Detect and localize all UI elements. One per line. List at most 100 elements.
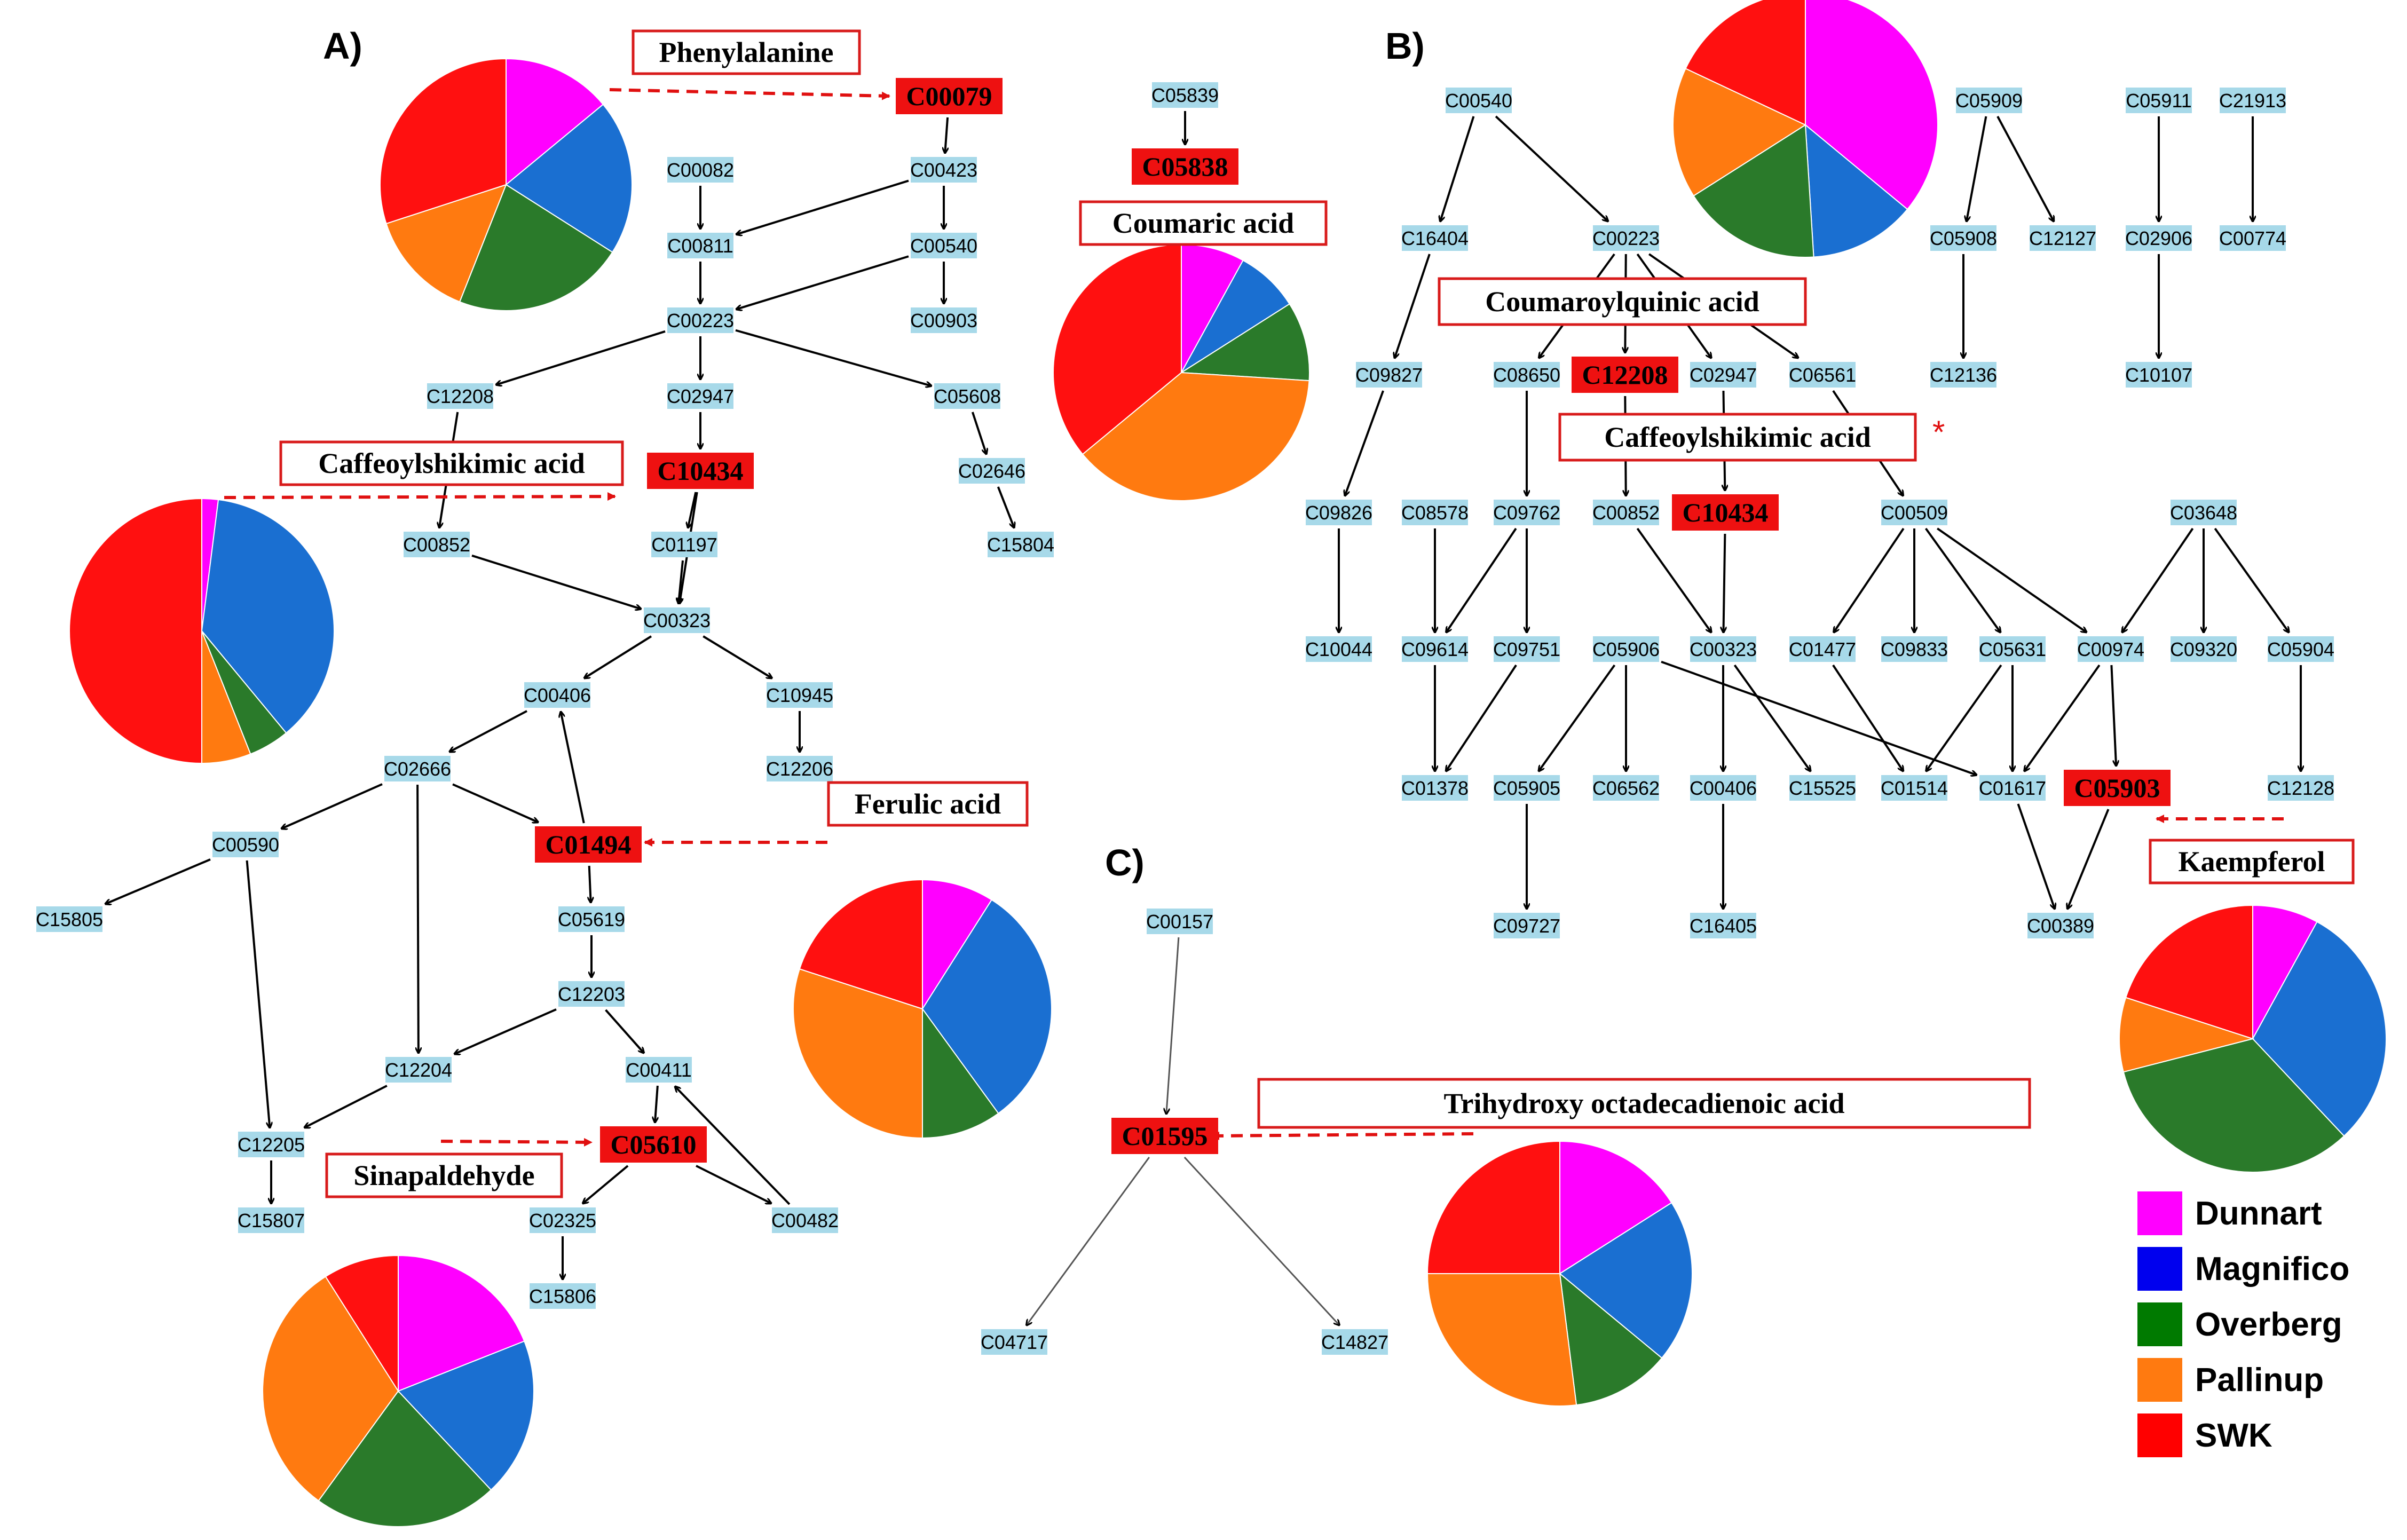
edge-a_C12203-a_C00411 xyxy=(605,1009,644,1053)
node-label: C02325 xyxy=(529,1210,596,1231)
legend-item-dunnart: Dunnart xyxy=(2137,1191,2322,1235)
node-label: C00852 xyxy=(1592,502,1660,524)
edge-a_C00223-a_C12208 xyxy=(496,330,666,385)
node-box xyxy=(2268,636,2334,662)
node-b-C12208: C12208 xyxy=(1572,357,1678,393)
node-box xyxy=(1132,148,1238,185)
node-label: C00811 xyxy=(667,235,733,257)
edge-a_C02666-a_C12204 xyxy=(417,784,419,1053)
node-label: C05839 xyxy=(1151,84,1219,106)
label-box xyxy=(325,1152,563,1198)
legend-label: Overberg xyxy=(2195,1306,2342,1343)
edge-b_C05906-b_C05905 xyxy=(1539,664,1616,771)
edge-a_C00423-a_C00811 xyxy=(737,179,909,234)
edge-a_C01197-a_C00323 xyxy=(678,560,684,603)
node-b-C10434: C10434 xyxy=(1672,494,1779,531)
node-box xyxy=(36,906,102,932)
node-box xyxy=(384,756,451,781)
node-b-C01514: C01514 xyxy=(1881,775,1948,801)
node-box xyxy=(1593,775,1659,801)
node-label: C00423 xyxy=(910,159,977,181)
pie-slice-dunnart xyxy=(922,879,993,1011)
node-box xyxy=(767,682,833,708)
dashed-link-4 xyxy=(1211,1131,1474,1140)
node-label: C09614 xyxy=(1401,638,1469,660)
node-b-C09614: C09614 xyxy=(1401,636,1469,662)
node-b-C05909: C05909 xyxy=(1955,88,2023,113)
node-label: C02646 xyxy=(958,460,1025,482)
label-sinapaldehyde: Sinapaldehyde xyxy=(325,1152,563,1198)
node-box xyxy=(1494,913,1560,938)
label-ferulic-acid: Ferulic acid xyxy=(827,781,1029,827)
label-phenylalanine: Phenylalanine xyxy=(632,29,861,75)
pie-slice-overberg xyxy=(318,1390,492,1527)
node-box xyxy=(1356,362,1422,388)
node-a-C05619: C05619 xyxy=(558,906,625,932)
node-b-C05905: C05905 xyxy=(1493,775,1560,801)
node-a-C05608: C05608 xyxy=(934,383,1001,409)
node-label: C05903 xyxy=(2074,773,2160,803)
label-text: Kaempferol xyxy=(2179,846,2325,878)
legend-item-magnifico: Magnifico xyxy=(2137,1247,2349,1291)
node-label: C00852 xyxy=(403,534,470,556)
node-box xyxy=(1593,636,1659,662)
node-label: C00323 xyxy=(643,610,711,631)
node-label: C00774 xyxy=(2219,227,2286,249)
legend-label: Magnifico xyxy=(2195,1251,2349,1288)
edge-b_C03648-b_C00974 xyxy=(2122,527,2194,632)
pie-ferulic-acid xyxy=(792,879,1052,1139)
label-text: Coumaroylquinic acid xyxy=(1485,286,1759,318)
pie-slice-swk xyxy=(1685,0,1806,126)
label-caffeoylshikimic-b: Caffeoylshikimic acid xyxy=(1558,413,1917,462)
node-b-C12128: C12128 xyxy=(2267,775,2334,801)
label-text: Coumaric acid xyxy=(1112,207,1294,239)
node-box xyxy=(667,233,733,258)
node-b-C02906: C02906 xyxy=(2125,225,2192,251)
node-label: C00389 xyxy=(2027,915,2094,937)
node-label: C14827 xyxy=(1321,1331,1388,1353)
node-label: C12204 xyxy=(385,1059,452,1081)
pie-slice-magnifico xyxy=(1804,123,1908,258)
pie-slice-overberg xyxy=(1693,124,1814,258)
edge-b_C01617-b_C00389 xyxy=(2017,803,2054,909)
node-a-C00223: C00223 xyxy=(667,307,734,333)
node-label: C00223 xyxy=(1592,227,1660,249)
node-b-C16405: C16405 xyxy=(1690,913,1757,938)
node-label: C01514 xyxy=(1881,777,1948,799)
node-box xyxy=(647,453,754,489)
node-box xyxy=(1881,775,1947,801)
panel-label-c: C) xyxy=(1105,842,1145,883)
node-b-C00223: C00223 xyxy=(1592,225,1660,251)
node-box xyxy=(2220,88,2286,113)
node-a-C10945: C10945 xyxy=(766,682,833,708)
node-label: C00406 xyxy=(1690,777,1757,799)
node-label: C03648 xyxy=(2170,502,2237,524)
node-a-C01197: C01197 xyxy=(651,532,717,557)
pie-slice-pallinup xyxy=(2119,997,2255,1073)
node-a-C05839: C05839 xyxy=(1151,82,1219,108)
node-label: C10044 xyxy=(1305,638,1372,660)
legend-label: SWK xyxy=(2195,1417,2272,1454)
node-a-C12205: C12205 xyxy=(238,1132,305,1157)
panel-label-b: B) xyxy=(1385,25,1425,67)
node-box xyxy=(1593,225,1659,251)
node-a-C15805: C15805 xyxy=(36,906,103,932)
node-b-C00974: C00974 xyxy=(2077,636,2144,662)
node-label: C05911 xyxy=(2126,90,2191,112)
node-box xyxy=(1322,1329,1388,1355)
edge-a_C12203-a_C12204 xyxy=(455,1008,557,1054)
node-b-C09727: C09727 xyxy=(1493,913,1560,938)
edge-b_C16404-b_C09827 xyxy=(1395,254,1431,358)
node-box xyxy=(1930,362,1996,388)
node-label: C09762 xyxy=(1493,502,1560,524)
node-box xyxy=(2268,775,2334,801)
node-label: C00082 xyxy=(667,159,734,181)
node-label: C02947 xyxy=(667,385,734,407)
node-a-C00540: C00540 xyxy=(910,233,977,258)
label-box xyxy=(1558,413,1917,462)
node-label: C09751 xyxy=(1493,638,1560,660)
label-box xyxy=(279,440,624,486)
node-box xyxy=(1672,494,1779,531)
edge-b_C01477-b_C01514 xyxy=(1832,664,1903,771)
